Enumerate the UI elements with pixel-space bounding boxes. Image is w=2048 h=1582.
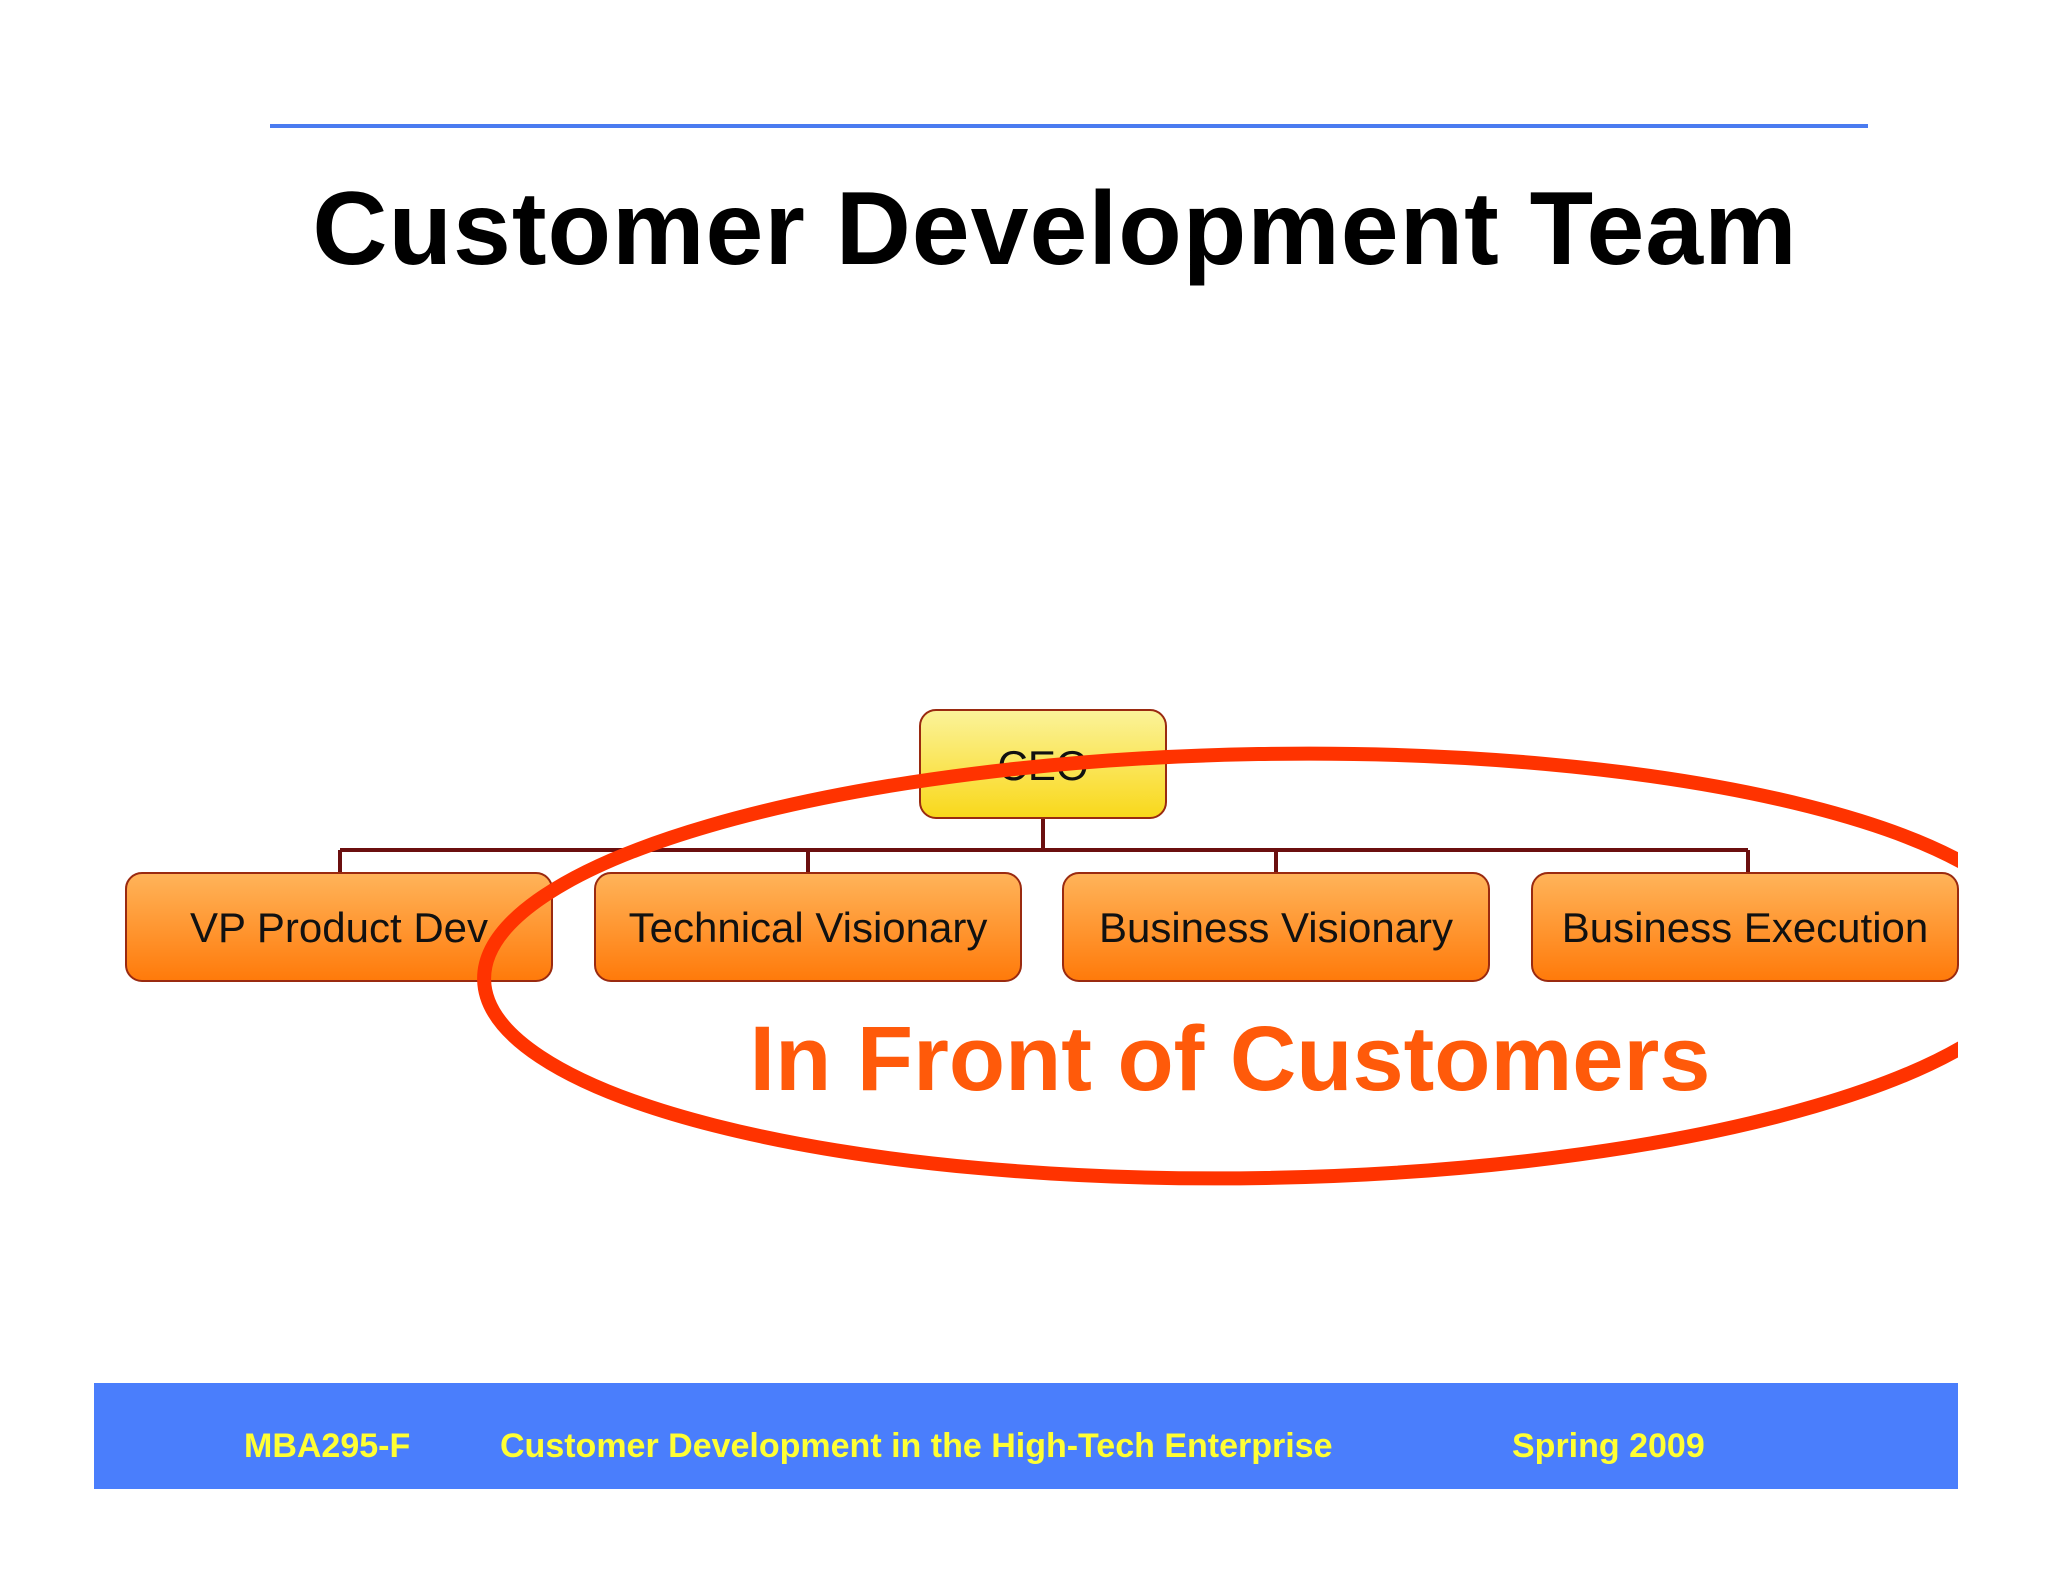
slide-title: Customer Development Team (312, 171, 1798, 287)
child-node-vp-product-dev: VP Product Dev (125, 872, 553, 982)
footer-course: MBA295-F (244, 1427, 411, 1465)
child-node-business-execution: Business Execution (1531, 872, 1959, 982)
child-node-label: Business Execution (1562, 904, 1929, 951)
child-node-label: Technical Visionary (629, 904, 988, 951)
highlight-ellipse (477, 746, 1958, 1186)
footer-course-title: Customer Development in the High-Tech En… (500, 1427, 1333, 1465)
child-node-label: VP Product Dev (190, 904, 488, 951)
callout-text: In Front of Customers (750, 1008, 1711, 1110)
child-node-technical-visionary: Technical Visionary (594, 872, 1022, 982)
footer-term: Spring 2009 (1512, 1427, 1705, 1465)
footer-bar: MBA295-F Customer Development in the Hig… (94, 1383, 1958, 1489)
child-node-label: Business Visionary (1099, 904, 1453, 951)
child-node-business-visionary: Business Visionary (1062, 872, 1490, 982)
org-connectors (338, 818, 1750, 873)
top-rule (270, 124, 1868, 128)
